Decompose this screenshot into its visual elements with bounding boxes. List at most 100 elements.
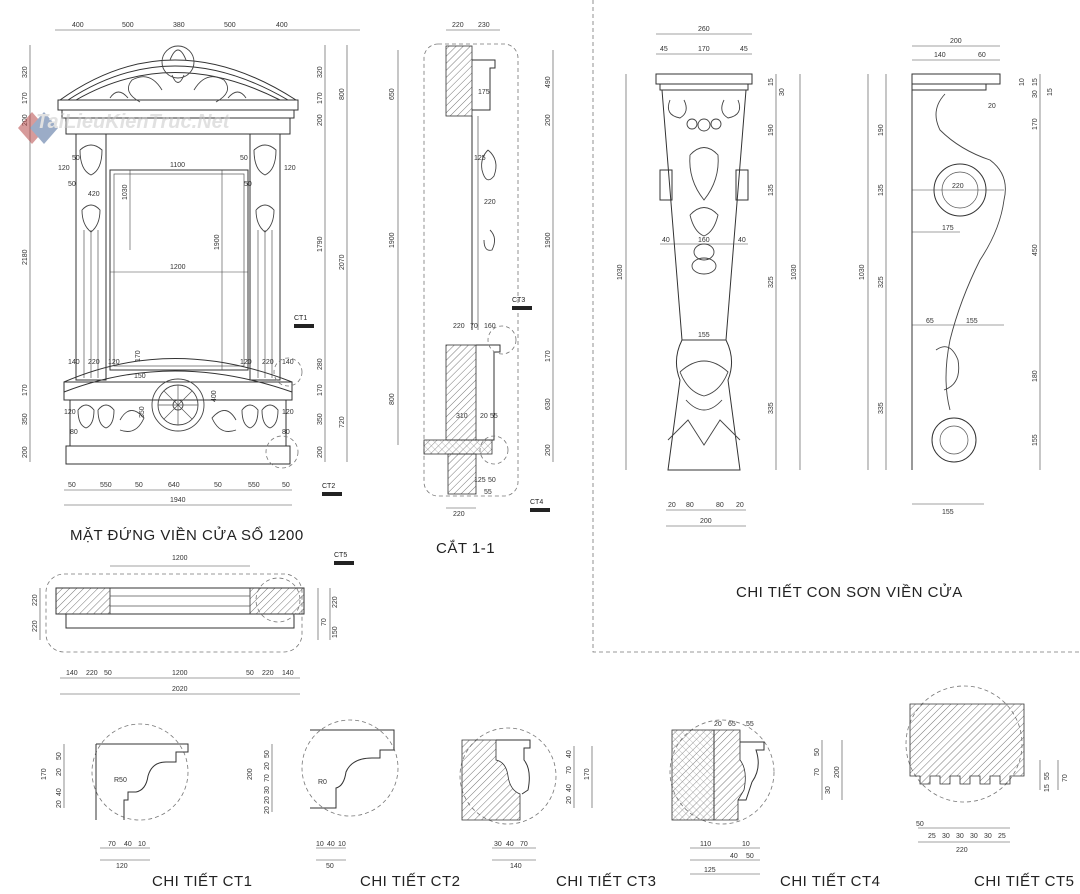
dim-label: 50 [244,181,252,188]
dim-label: 220 [262,670,274,677]
dim-label: 120 [240,359,252,366]
dim-label: 55 [1044,772,1051,780]
dim-label: 140 [68,359,80,366]
bracket-front-view: 260 45 170 45 40 160 40 155 20 80 80 20 [617,26,801,527]
dim-label: 220 [86,670,98,677]
dim-label: 50 [68,482,76,489]
dim-label: 190 [878,124,885,136]
dim-label: 220 [952,183,964,190]
rosette-ornament [151,378,205,432]
dim-label: 170 [698,46,710,53]
dim-label: 50 [488,477,496,484]
dim-label: 40 [56,788,63,796]
detail-ct1: R50 170 50 20 40 20 70 40 10 120 [41,723,189,870]
dim-label: 220 [453,323,465,330]
callout-ct1[interactable]: CT1 [294,315,314,328]
dim-label: 65 [926,318,934,325]
dim-label: 150 [134,373,146,380]
bracket-title: CHI TIẾT CON SƠN VIỀN CỬA [736,583,963,601]
dim-label: 200 [700,518,712,525]
dim-label: 125 [474,155,486,162]
dim-label: 630 [545,398,552,410]
column-top-dims: 120 50 50 120 50 50 [58,155,296,188]
dim-label: 70 [566,766,573,774]
dim-label: 335 [878,402,885,414]
dim-label: 450 [1032,244,1039,256]
dim-label: 110 [700,841,711,848]
dim-label: 80 [282,429,290,436]
dim-label: 50 [104,670,112,677]
section-title: CẮT 1-1 [436,539,495,557]
dim-label: 20 [56,800,63,808]
bracket-panel-border [592,0,1080,653]
dim-label: 40 [327,841,335,848]
dim-label: 10 [338,841,346,848]
callout-ct5[interactable]: CT5 [334,552,354,565]
dim-label: 70 [814,768,821,776]
crest-ornament [109,45,247,103]
callout-label: CT1 [294,315,307,322]
dim-label: 1100 [170,162,185,169]
dim-label: 200 [834,766,841,778]
dim-label: 1200 [172,670,188,677]
ct3-title: CHI TIẾT CT3 [556,873,656,890]
dim-label: 200 [317,446,324,458]
dim-label: 420 [88,191,100,198]
callout-ct3[interactable]: CT3 [512,297,532,310]
dim-label: 40 [506,841,514,848]
dim-label: 45 [660,46,668,53]
ct5-bottom-dims: 50 25 30 30 30 30 25 220 [916,821,1006,854]
dim-label: 160 [484,323,496,330]
dim-label: 170 [317,92,324,104]
dim-label: 55 [484,489,492,496]
dim-label: 170 [584,768,591,780]
dim-label: 50 [746,853,754,860]
dim-label: 25 [928,833,936,840]
dim-label: 220 [262,359,274,366]
dim-label: 200 [247,768,254,780]
dim-label: 400 [72,22,84,29]
dim-label: 2070 [339,254,346,270]
dim-label: 140 [282,670,294,677]
dim-label: 170 [545,350,552,362]
dim-label: 400 [211,390,218,402]
dim-label: 155 [966,318,978,325]
callout-ct4[interactable]: CT4 [530,499,550,512]
dim-label: 280 [317,358,324,370]
dim-label: 25 [998,833,1006,840]
dim-label: 20 [736,502,744,509]
dim-label: 1200 [172,555,188,562]
dim-label: 135 [768,184,775,196]
dim-label: R0 [318,779,327,786]
dim-label: 2180 [22,249,29,265]
bracket-side-right-dims: 15 30 170 450 180 155 10 15 [1019,78,1054,446]
dim-label: 260 [698,26,710,33]
dim-label: 320 [22,66,29,78]
dim-label: 20 [56,768,63,776]
dim-label: 50 [214,482,222,489]
dim-label: 1900 [389,232,396,248]
dim-label: 320 [317,66,324,78]
dim-label: 30 [942,833,950,840]
dim-label: 490 [545,76,552,88]
detail-ct5: 55 15 70 50 25 30 30 30 30 25 220 [905,685,1069,854]
dim-label: 190 [768,124,775,136]
dim-label: 50 [326,863,334,870]
dim-label: 120 [64,409,76,416]
dim-label: 550 [248,482,260,489]
dim-label: 55 [490,413,498,420]
plan-bottom-dims: 140 220 50 1200 50 220 140 2020 [66,670,294,693]
dim-label: 650 [389,88,396,100]
section-1-1: 220 230 650 1900 800 490 200 1900 170 63… [389,22,554,518]
dim-label: 220 [332,596,339,608]
dim-label: 65 [728,721,736,728]
dim-label: 220 [956,847,968,854]
callout-ct2[interactable]: CT2 [322,483,342,496]
dim-label: 170 [135,350,142,362]
callout-label: CT2 [322,483,335,490]
watermark-text: TaiLieuKienTruc.Net [36,111,231,133]
dim-label: 325 [768,276,775,288]
callout-label: CT5 [334,552,347,559]
callout-label: CT3 [512,297,525,304]
